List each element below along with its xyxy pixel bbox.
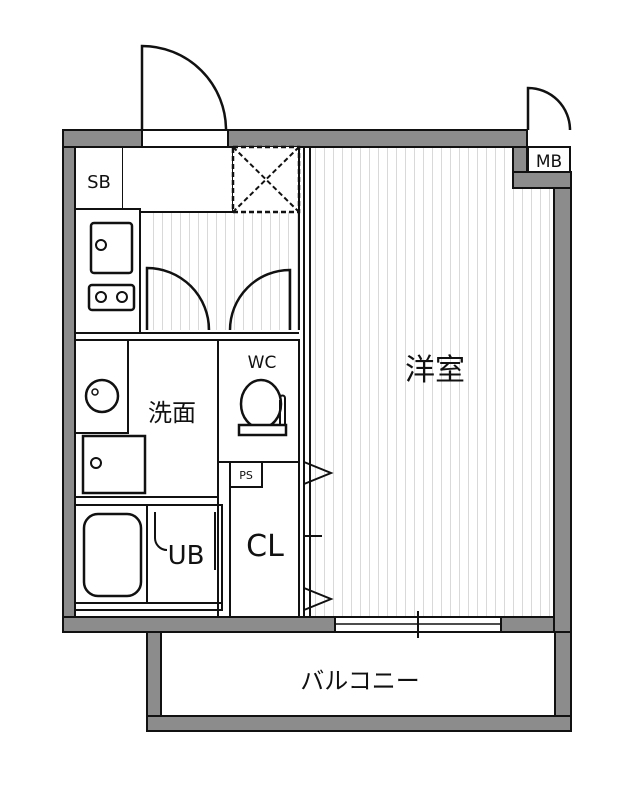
washing-machine bbox=[81, 434, 147, 495]
outer-wall-left bbox=[62, 146, 76, 633]
washroom-door-swing bbox=[145, 266, 211, 331]
closet-door-arrow bbox=[303, 461, 334, 485]
mb-door-swing bbox=[526, 86, 572, 131]
bathtub bbox=[82, 512, 143, 598]
washroom-label: 洗面 bbox=[148, 399, 196, 427]
shoe-box-label: SB bbox=[87, 172, 111, 193]
washbasin bbox=[84, 378, 120, 414]
closet-door-arrow bbox=[303, 587, 334, 611]
burner-icon bbox=[116, 291, 128, 303]
kitchen-sink bbox=[89, 221, 134, 275]
outer-wall-top-left bbox=[62, 129, 143, 148]
outer-wall-right bbox=[553, 171, 572, 633]
mb-notch-wall-2 bbox=[512, 171, 572, 189]
balcony-floor bbox=[162, 633, 554, 715]
toilet-bowl bbox=[239, 378, 283, 430]
closet-label: CL bbox=[246, 529, 284, 564]
meter-box-label: MB bbox=[536, 152, 562, 172]
entrance-gap bbox=[143, 131, 227, 147]
wc-label: WC bbox=[248, 353, 277, 373]
balcony-label: バルコニー bbox=[300, 667, 420, 695]
wc-door-swing bbox=[228, 268, 292, 331]
storage-box bbox=[231, 145, 301, 214]
outer-wall-top-right bbox=[227, 129, 528, 148]
ub-label: UB bbox=[168, 541, 205, 571]
ub-door bbox=[154, 512, 216, 570]
washbasin-counter bbox=[74, 339, 129, 434]
pipe-space-label: PS bbox=[239, 469, 253, 482]
toilet-tank bbox=[237, 423, 288, 437]
meter-box bbox=[527, 146, 571, 173]
entrance-door-swing bbox=[140, 44, 228, 131]
burner-icon bbox=[95, 291, 107, 303]
western-room-floor bbox=[310, 147, 554, 617]
western-room-label: 洋室 bbox=[405, 353, 465, 388]
balcony-rail-bottom bbox=[146, 715, 572, 732]
entry-step bbox=[123, 146, 234, 213]
toilet-arm bbox=[279, 394, 286, 426]
